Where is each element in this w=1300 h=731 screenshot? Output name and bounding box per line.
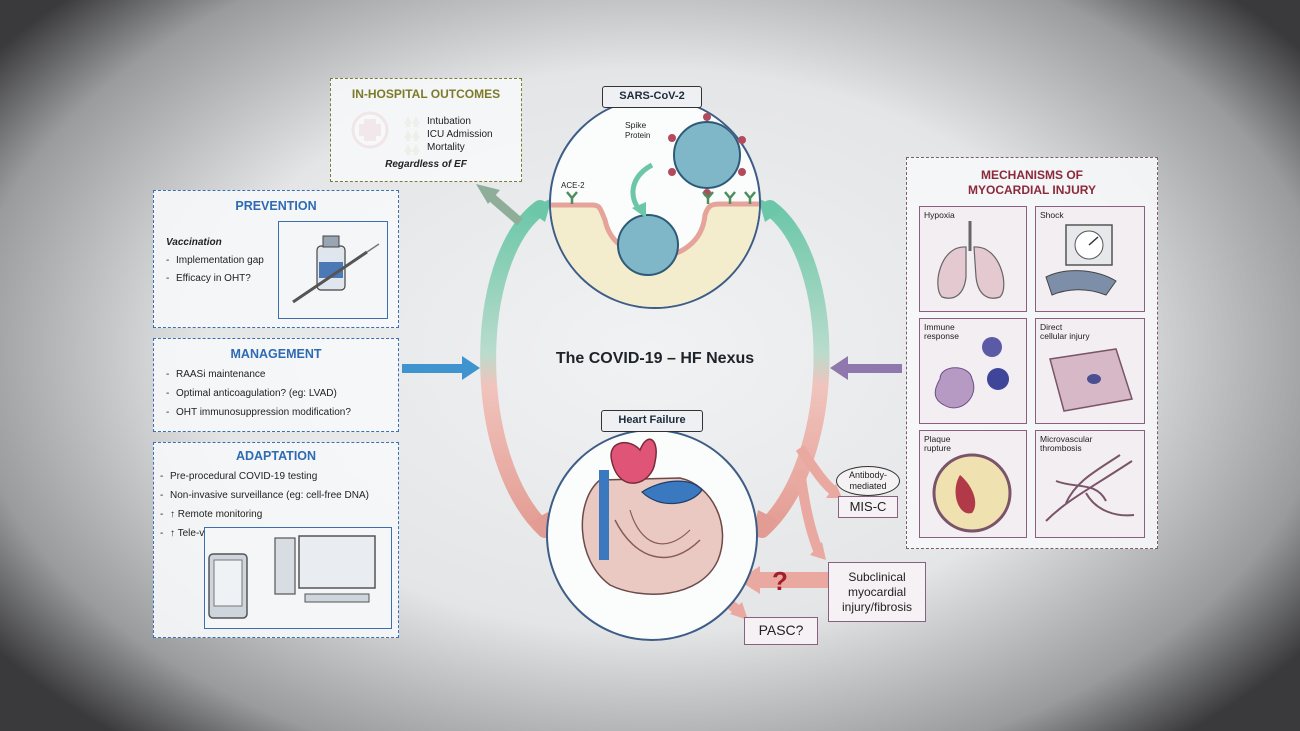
plaque-vessel-icon — [932, 453, 1012, 533]
adaptation-item: ↑ Remote monitoring — [160, 509, 396, 521]
direct-cellular-injury-label: Direct cellular injury — [1040, 322, 1090, 341]
right-loop-arrow-head-bottom — [752, 510, 778, 540]
svg-text:Protein: Protein — [625, 131, 650, 140]
adaptation-box: ADAPTATION Pre-procedural COVID-19 testi… — [153, 442, 399, 638]
immune-response-label: Immune response — [924, 322, 959, 341]
mis-c-box: MIS-C — [838, 496, 898, 518]
diagram-title: The COVID-19 – HF Nexus — [555, 350, 755, 367]
immune-cells-icon — [934, 337, 1009, 409]
prevention-title: PREVENTION — [235, 199, 317, 213]
mechanism-cell-plaque-rupture: Plaque rupture — [919, 430, 1027, 538]
arrow-mechanisms-head — [830, 356, 848, 380]
arrow-management-head — [462, 356, 480, 380]
prevention-box: PREVENTION Vaccination Implementation ga… — [153, 190, 399, 328]
adaptation-item: Pre-procedural COVID-19 testing — [160, 471, 396, 483]
ace2-receptors — [566, 191, 756, 204]
computer-phone-icon — [208, 535, 376, 619]
vaccine-vial-icon — [292, 235, 380, 304]
microvascular-thrombosis-label: Microvascular thrombosis — [1040, 434, 1093, 453]
management-item: RAASi maintenance — [166, 369, 394, 381]
arrow-to-outcomes — [487, 192, 523, 226]
outcome-intubation: Intubation — [427, 116, 471, 127]
spike-protein-label: Spike — [625, 120, 647, 130]
vaccine-illustration — [278, 221, 388, 319]
management-item: Optimal anticoagulation? (eg: LVAD) — [166, 388, 394, 400]
capillary-network-icon — [1045, 454, 1135, 522]
telehealth-illustration — [204, 527, 392, 629]
antibody-mediated-label: Antibody- mediated — [836, 466, 900, 496]
arrow-heart-to-pasc-head — [730, 602, 748, 620]
adaptation-title: ADAPTATION — [235, 449, 317, 463]
arrow-to-subclinical — [795, 469, 823, 552]
arrow-mechanisms-shaft — [846, 364, 902, 373]
right-loop-arrow — [754, 200, 830, 538]
adaptation-item: Non-invasive surveillance (eg: cell-free… — [160, 490, 396, 502]
in-hospital-outcomes-title: IN-HOSPITAL OUTCOMES — [351, 87, 501, 101]
hypoxia-label: Hypoxia — [924, 210, 955, 220]
arrow-subclinical-to-heart — [738, 566, 828, 594]
adaptation-item: ↑ Tele-visits — [160, 528, 396, 540]
prevention-item: Implementation gap — [166, 255, 266, 267]
prevention-item: Efficacy in OHT? — [166, 273, 266, 285]
mechanism-cell-hypoxia: Hypoxia — [919, 206, 1027, 312]
virus-bottom — [617, 214, 679, 276]
vaccination-label: Vaccination — [166, 237, 222, 248]
question-mark: ? — [772, 566, 788, 596]
ace2-label: ACE-2 — [561, 181, 585, 190]
management-box: MANAGEMENT RAASi maintenance Optimal ant… — [153, 338, 399, 432]
sars-cov2-label: SARS-CoV-2 — [602, 86, 702, 108]
management-item: OHT immunosuppression modification? — [166, 407, 394, 419]
right-loop-arrow-head-top — [758, 198, 782, 222]
virus-top — [673, 121, 741, 189]
pasc-box: PASC? — [744, 617, 818, 645]
virus-top-spikes — [668, 113, 746, 197]
shock-label: Shock — [1040, 210, 1064, 220]
outcomes-note: Regardless of EF — [385, 159, 467, 170]
left-loop-arrow-head-top — [528, 198, 552, 222]
heart-illustration — [581, 438, 724, 595]
mechanisms-title: MECHANISMS OF MYOCARDIAL INJURY — [967, 168, 1096, 197]
heart-failure-label: Heart Failure — [601, 410, 703, 432]
management-title: MANAGEMENT — [230, 347, 322, 361]
outcome-icu-admission: ICU Admission — [427, 129, 493, 140]
left-loop-arrow — [480, 200, 553, 538]
arrow-to-subclinical-head — [810, 542, 826, 560]
arrow-management-shaft — [402, 364, 464, 373]
plaque-rupture-label: Plaque rupture — [924, 434, 951, 453]
mechanism-cell-shock: Shock — [1035, 206, 1145, 312]
outcome-mortality: Mortality — [427, 142, 465, 153]
arrow-to-misc-head — [826, 484, 842, 498]
mechanism-cell-microvascular-thrombosis: Microvascular thrombosis — [1035, 430, 1145, 538]
blood-pressure-cuff-icon — [1045, 224, 1117, 296]
mechanism-cell-direct-cellular-injury: Direct cellular injury — [1035, 318, 1145, 424]
mechanism-cell-immune-response: Immune response — [919, 318, 1027, 424]
lungs-icon — [937, 221, 1005, 299]
in-hospital-outcomes-box: IN-HOSPITAL OUTCOMES Intubation ICU Admi… — [330, 78, 522, 182]
mechanisms-box: MECHANISMS OF MYOCARDIAL INJURY Hypoxia … — [906, 157, 1158, 549]
myocyte-icon — [1049, 348, 1133, 412]
subclinical-injury-box: Subclinical myocardial injury/fibrosis — [828, 562, 926, 622]
arrow-to-outcomes-head — [476, 184, 500, 204]
